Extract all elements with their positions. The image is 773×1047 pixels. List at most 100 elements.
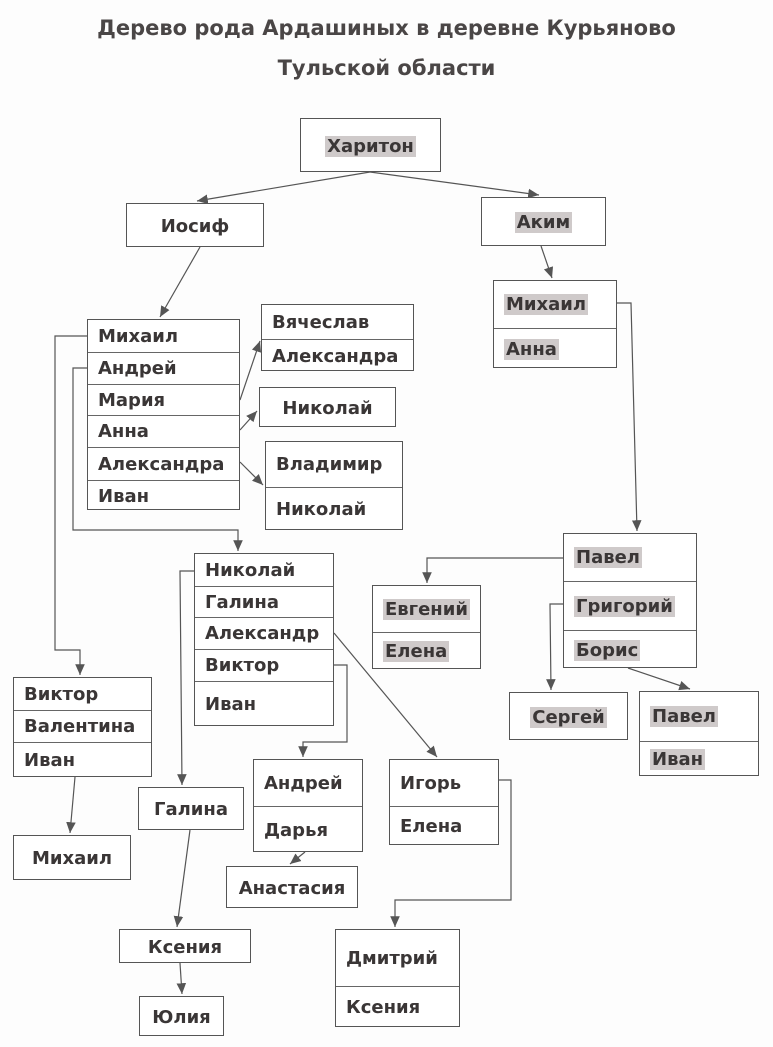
person-name-text: Иван — [98, 485, 150, 507]
person-name-text: Галина — [205, 591, 279, 613]
connector-arrow — [177, 570, 194, 786]
person-name-text: Игорь — [400, 772, 462, 794]
person-name: Александр — [195, 617, 333, 649]
person-name: Александра — [262, 339, 413, 372]
person-name-text: Павел — [650, 706, 718, 727]
person-name-text: Николай — [205, 559, 296, 581]
person-name-text: Павел — [574, 547, 642, 568]
person-name: Галина — [139, 788, 243, 831]
person-name-text: Александра — [272, 345, 399, 367]
person-name: Борис — [564, 630, 696, 669]
person-box-iosif: Иосиф — [126, 203, 264, 247]
connector-arrow — [369, 171, 540, 199]
person-name: Дарья — [254, 806, 362, 853]
person-name-text: Галина — [154, 799, 228, 820]
person-name-text: Иосиф — [160, 215, 230, 237]
connector-arrow — [333, 632, 438, 758]
connector-arrow — [196, 171, 371, 204]
person-name-text: Анастасия — [238, 877, 346, 899]
person-name-text: Ксения — [147, 936, 223, 958]
person-name: Михаил — [14, 836, 130, 881]
person-name: Аким — [482, 198, 605, 247]
person-name: Виктор — [14, 678, 151, 710]
person-box-khariton: Харитон — [300, 118, 441, 172]
person-name-text: Виктор — [24, 683, 99, 705]
person-name-text: Владимир — [276, 454, 383, 475]
person-name: Дмитрий — [336, 930, 459, 986]
person-name-text: Иван — [24, 750, 76, 771]
person-name: Иван — [88, 480, 239, 511]
person-name: Сергей — [510, 693, 627, 741]
person-name: Николай — [260, 388, 395, 428]
person-name-text: Николай — [276, 499, 367, 520]
person-name-text: Михаил — [504, 294, 589, 315]
connector-arrow — [239, 461, 264, 486]
person-name-text: Александра — [98, 453, 225, 475]
connector-arrow — [239, 410, 258, 431]
person-name: Иван — [14, 742, 151, 778]
person-name-text: Николай — [282, 397, 373, 419]
person-name-text: Михаил — [98, 325, 179, 347]
person-name: Михаил — [494, 281, 616, 328]
person-name: Павел — [564, 534, 696, 581]
person-name-text: Елена — [400, 816, 463, 837]
person-name: Ксения — [120, 930, 250, 964]
person-name: Иосиф — [127, 204, 263, 248]
person-name-text: Ксения — [346, 997, 421, 1018]
person-box-galina: Галина — [138, 787, 244, 830]
person-name: Андрей — [88, 352, 239, 384]
person-box-nikolay-single: Николай — [259, 387, 396, 427]
person-name: Анна — [494, 328, 616, 369]
person-name: Николай — [266, 487, 402, 531]
person-name-text: Иван — [650, 749, 706, 770]
person-name-text: Елена — [383, 641, 450, 662]
person-name: Харитон — [301, 119, 440, 173]
person-name: Павел — [640, 692, 758, 741]
person-name-text: Вячеслав — [272, 311, 370, 333]
person-name-text: Андрей — [98, 358, 177, 379]
person-name-text: Анна — [504, 338, 559, 360]
person-name-text: Мария — [98, 389, 166, 411]
person-name-text: Юлия — [152, 1006, 211, 1028]
person-name-text: Сергей — [530, 706, 607, 728]
connector-arrow — [422, 557, 563, 583]
connector-arrow — [159, 246, 201, 318]
person-name-text: Анна — [98, 421, 149, 442]
person-name: Виктор — [195, 649, 333, 681]
person-name-text: Борис — [574, 639, 641, 661]
person-box-sergey: Сергей — [509, 692, 628, 740]
person-box-mikhail-bottom: Михаил — [13, 835, 131, 880]
person-name: Андрей — [254, 760, 362, 806]
person-name: Вячеслав — [262, 305, 413, 339]
person-name-text: Валентина — [24, 716, 136, 737]
person-name: Елена — [390, 806, 498, 846]
connector-arrow — [239, 340, 262, 401]
connector-arrow — [390, 779, 512, 927]
person-name: Юлия — [140, 997, 223, 1037]
person-name: Иван — [195, 681, 333, 727]
connector-arrow — [173, 829, 191, 928]
title-line-2: Тульской области — [277, 56, 496, 80]
person-name: Николай — [195, 554, 333, 586]
person-name: Анастасия — [227, 867, 357, 909]
person-name-text: Харитон — [325, 135, 416, 157]
person-name: Владимир — [266, 442, 402, 487]
person-box-kseniya: Ксения — [119, 929, 251, 963]
person-name: Мария — [88, 384, 239, 415]
person-name: Григорий — [564, 581, 696, 630]
person-name: Михаил — [88, 320, 239, 352]
title-line-1: Дерево рода Ардашиных в деревне Курьянов… — [97, 16, 676, 40]
person-name-text: Дарья — [264, 819, 329, 841]
person-box-akim: Аким — [481, 197, 606, 246]
